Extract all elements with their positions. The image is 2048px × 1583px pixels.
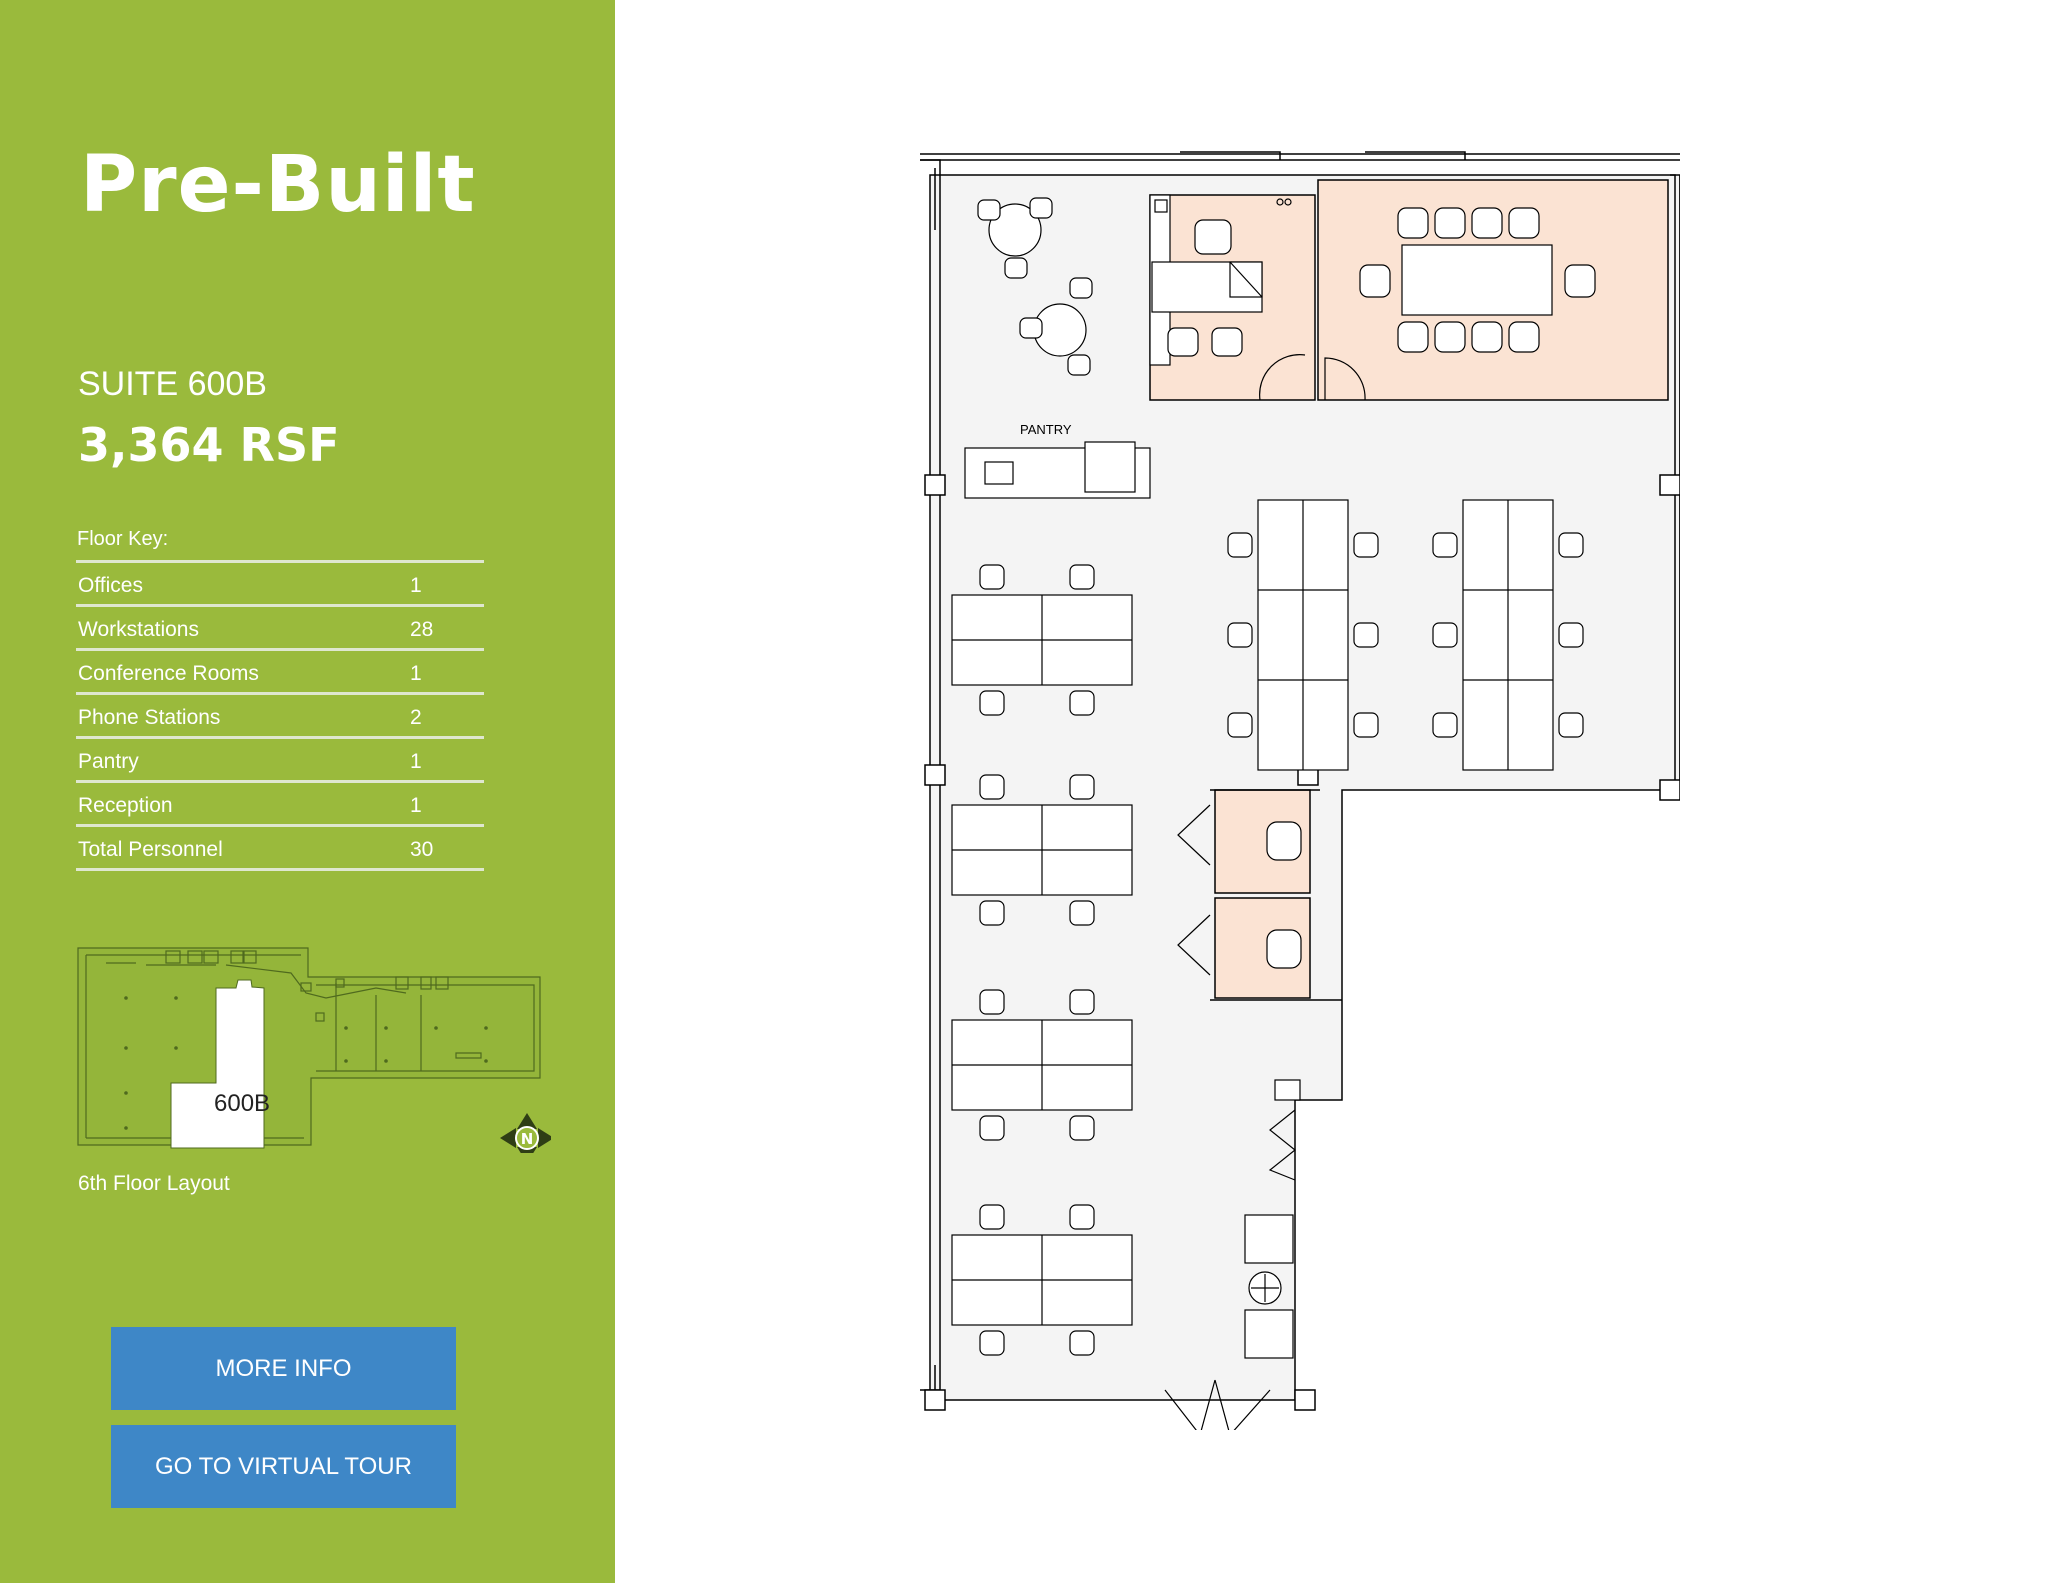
floor-key-heading: Floor Key: [77,528,169,550]
chair [1558,622,1584,648]
floor-key-value: 1 [410,574,422,597]
chair [1227,622,1253,648]
floor-key-row: Conference Rooms 1 [76,651,484,695]
pantry-label: PANTRY [1020,422,1072,437]
chair [1432,622,1458,648]
chair [979,564,1005,590]
chair [1069,1204,1095,1230]
page-title: Pre-Built [80,140,476,230]
entry-doors [1164,1379,1271,1430]
chair [979,1115,1005,1141]
chair [1227,532,1253,558]
more-info-button[interactable]: MORE INFO [111,1327,456,1410]
floor-key-label: Total Personnel [78,838,223,861]
chair [1069,774,1095,800]
floor-key-label: Pantry [78,750,139,773]
floor-key-label: Workstations [78,618,199,641]
chair [1432,532,1458,558]
floor-plan: PANTRY [920,151,1680,1430]
compass-label: N [521,1130,534,1148]
floor-key-value: 1 [410,794,422,817]
chair [979,1330,1005,1356]
floor-locator-map: 600B N [77,947,551,1153]
chair [979,900,1005,926]
chair [1353,712,1379,738]
floor-key-value: 28 [410,618,434,641]
chair [1069,564,1095,590]
chair [979,690,1005,716]
suite-number: SUITE 600B [78,365,267,403]
chair [1069,900,1095,926]
chair [1353,532,1379,558]
floor-key-label: Phone Stations [78,706,221,729]
chair [979,774,1005,800]
floor-key-row: Phone Stations 2 [76,695,484,739]
workstations [951,499,1584,1356]
chair [1069,1115,1095,1141]
chair [1069,989,1095,1015]
chair [1558,712,1584,738]
minimap-suite-label: 600B [214,1090,270,1117]
chair [1432,712,1458,738]
floor-key-row: Offices 1 [76,560,484,607]
floor-key-row: Pantry 1 [76,739,484,783]
lounge-seating [977,197,1093,376]
pantry [964,441,1151,499]
chair [1558,532,1584,558]
floor-key-value: 1 [410,662,422,685]
floor-key-row: Total Personnel 30 [76,827,484,871]
chair [979,1204,1005,1230]
chair [1227,712,1253,738]
floor-key-label: Conference Rooms [78,662,259,685]
chair [1353,622,1379,648]
floor-key-value: 1 [410,750,422,773]
floor-key-row: Reception 1 [76,783,484,827]
chair [1069,690,1095,716]
floor-key-value: 2 [410,706,422,729]
floor-layout-caption: 6th Floor Layout [78,1172,230,1195]
suite-area: 3,364 RSF [78,418,340,472]
chair [1069,1330,1095,1356]
floor-key-value: 30 [410,838,434,861]
virtual-tour-button[interactable]: GO TO VIRTUAL TOUR [111,1425,456,1508]
floor-key-label: Offices [78,574,143,597]
info-panel: Pre-Built SUITE 600B 3,364 RSF Floor Key… [0,0,615,1583]
floor-key-row: Workstations 28 [76,607,484,651]
floor-key-label: Reception [78,794,173,817]
north-arrow-icon: N [500,1113,551,1153]
floor-key-table: Offices 1 Workstations 28 Conference Rooms… [76,560,484,871]
chair [979,989,1005,1015]
